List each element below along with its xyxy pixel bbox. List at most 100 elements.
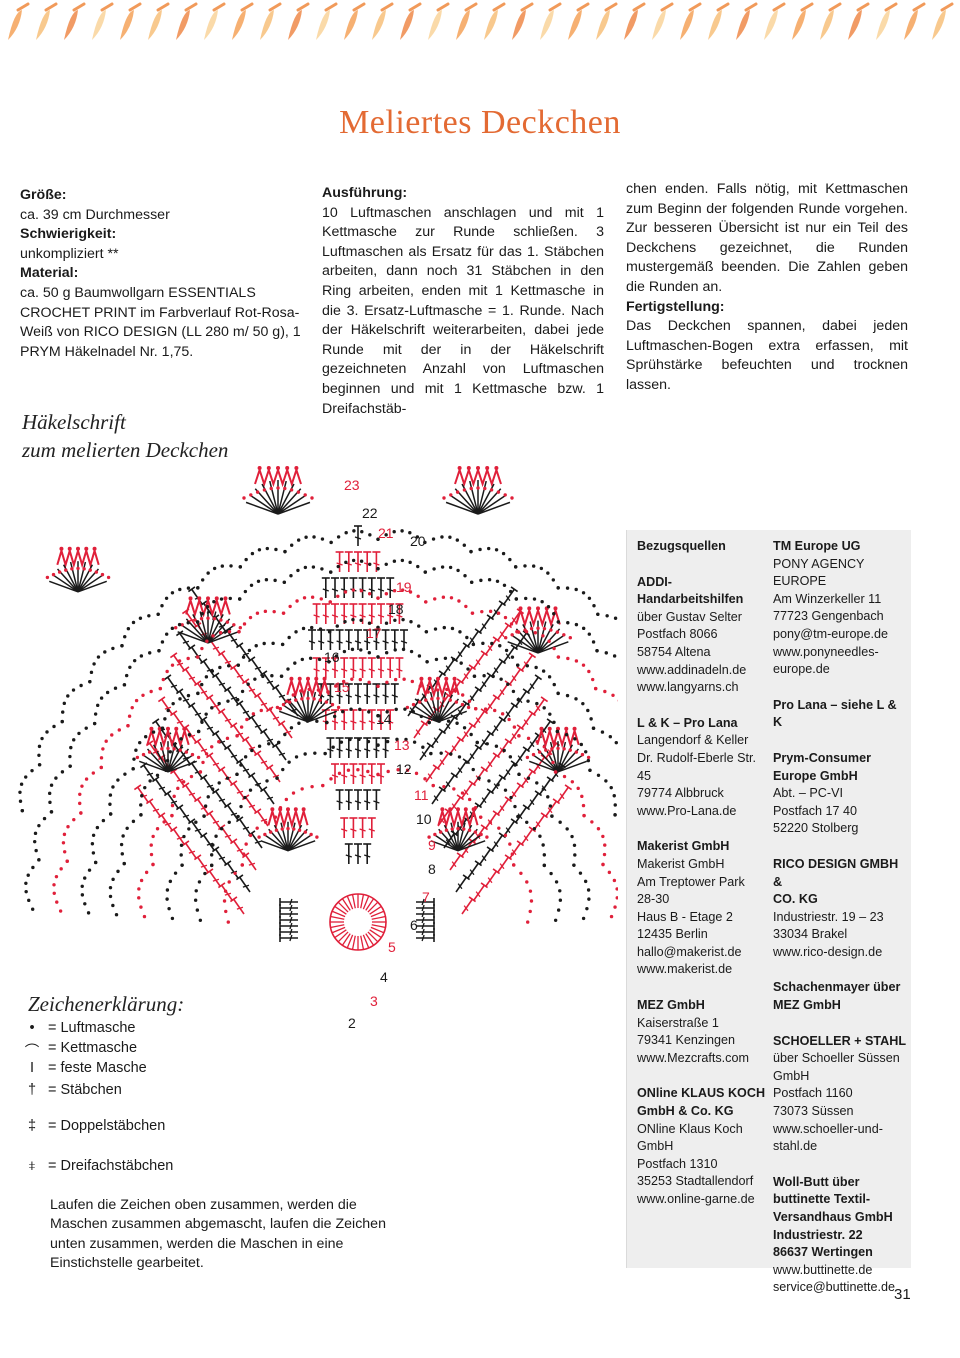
chain-stitch xyxy=(515,597,518,600)
chain-stitch xyxy=(94,712,97,715)
chain-stitch xyxy=(266,547,269,550)
chain-stitch xyxy=(468,700,471,703)
chain-stitch xyxy=(92,851,95,854)
source-line[interactable]: www.rico-design.de xyxy=(773,944,909,962)
chain-stitch xyxy=(63,702,66,705)
chain-stitch xyxy=(445,688,448,691)
chart-note: Laufen die Zeichen oben zusammen, werden… xyxy=(50,1196,390,1274)
chain-stitch xyxy=(551,761,554,764)
chain-stitch xyxy=(148,750,151,753)
treble-stitch xyxy=(400,630,408,650)
chain-stitch xyxy=(515,630,518,633)
treble-stitch xyxy=(363,790,371,810)
chain-stitch xyxy=(210,853,213,856)
chain-stitch xyxy=(548,752,551,755)
chain-stitch xyxy=(421,745,424,748)
round-number: 15 xyxy=(334,679,350,695)
instructions-text: 10 Luftmaschen anschlagen und mit 1 Kett… xyxy=(322,204,604,420)
source-line[interactable]: www.Pro-Lana.de xyxy=(637,803,769,821)
chain-stitch xyxy=(92,662,95,665)
chain-stitch xyxy=(546,795,549,798)
chain-stitch xyxy=(360,530,363,533)
source-name: L & K – Pro Lana xyxy=(637,715,769,733)
chain-stitch xyxy=(220,597,223,600)
source-name: Prym-Consumer xyxy=(773,750,909,768)
chain-stitch xyxy=(265,578,268,581)
chain-stitch xyxy=(116,870,119,873)
chain-stitch xyxy=(238,597,241,600)
chain-stitch xyxy=(463,726,466,729)
chain-stitch xyxy=(294,698,297,701)
ring-stitch xyxy=(372,917,386,920)
chain-stitch xyxy=(169,750,172,753)
source-line[interactable]: www.makerist.de xyxy=(637,961,769,979)
chain-stitch xyxy=(285,700,288,703)
chain-stitch xyxy=(535,702,538,705)
chain-stitch xyxy=(240,725,243,728)
source-line[interactable]: www.ponyneedles- xyxy=(773,644,909,662)
chain-stitch xyxy=(610,786,613,789)
chain-stitch xyxy=(205,752,208,755)
source-name: CO. KG xyxy=(773,891,909,909)
chain-stitch xyxy=(588,769,591,772)
border-motif xyxy=(904,4,924,40)
chain-stitch xyxy=(565,733,568,736)
source-line[interactable]: www.Mezcrafts.com xyxy=(637,1050,769,1068)
treble-stitch xyxy=(349,658,357,678)
source-line[interactable]: hallo@makerist.de xyxy=(637,944,769,962)
chain-stitch xyxy=(526,920,529,923)
chain-stitch xyxy=(170,814,173,817)
chain-stitch xyxy=(109,793,112,796)
chain-stitch xyxy=(501,712,504,715)
chain-stitch xyxy=(201,612,204,615)
chain-stitch xyxy=(218,666,221,669)
chain-stitch xyxy=(197,730,200,733)
chain-stitch xyxy=(242,852,245,855)
source-line[interactable]: www.online-garne.de xyxy=(637,1191,769,1209)
chain-stitch xyxy=(479,815,482,818)
source-line: Kaiserstraße 1 xyxy=(637,1015,769,1033)
chain-stitch xyxy=(264,610,267,613)
legend-text: = feste Masche xyxy=(48,1060,147,1076)
chain-stitch xyxy=(101,747,104,750)
chain-stitch xyxy=(480,610,483,613)
chain-stitch xyxy=(525,880,528,883)
chain-stitch xyxy=(37,754,40,757)
chain-stitch xyxy=(106,691,109,694)
treble-stitch xyxy=(336,552,344,572)
source-line[interactable]: pony@tm-europe.de xyxy=(773,626,909,644)
source-line[interactable]: www.addinadeln.de xyxy=(637,662,769,680)
chain-stitch xyxy=(138,741,141,744)
source-line[interactable]: www.langyarns.ch xyxy=(637,679,769,697)
chain-stitch xyxy=(66,825,69,828)
chain-stitch xyxy=(126,724,129,727)
chain-stitch xyxy=(457,599,460,602)
legend-text: = Dreifachstäbchen xyxy=(48,1158,173,1174)
chain-stitch xyxy=(432,567,435,570)
chain-stitch xyxy=(59,867,62,870)
chain-stitch xyxy=(289,574,292,577)
source-line[interactable]: service@buttinette.de xyxy=(773,1279,909,1297)
chain-stitch xyxy=(118,728,121,731)
chain-stitch xyxy=(326,690,329,693)
chain-stitch xyxy=(376,596,379,599)
round-number: 8 xyxy=(428,861,436,877)
source-line[interactable]: www.buttinette.de xyxy=(773,1262,909,1280)
chain-stitch xyxy=(58,570,61,573)
chain-stitch xyxy=(393,559,396,562)
chain-stitch xyxy=(120,843,123,846)
chain-stitch xyxy=(514,565,517,568)
chain-stitch xyxy=(574,697,577,700)
chain-stitch xyxy=(249,834,252,837)
treble-stitch xyxy=(322,578,330,598)
chain-stitch xyxy=(547,639,550,642)
border-motif xyxy=(708,4,728,40)
chain-stitch xyxy=(313,751,316,754)
chain-stitch xyxy=(148,651,151,654)
source-name: Makerist GmbH xyxy=(637,838,769,856)
chain-stitch xyxy=(204,804,207,807)
chain-stitch xyxy=(477,776,480,779)
source-line[interactable]: www.schoeller-und- xyxy=(773,1121,909,1139)
chain-stitch xyxy=(207,795,210,798)
source-line: 77723 Gengenbach xyxy=(773,608,909,626)
